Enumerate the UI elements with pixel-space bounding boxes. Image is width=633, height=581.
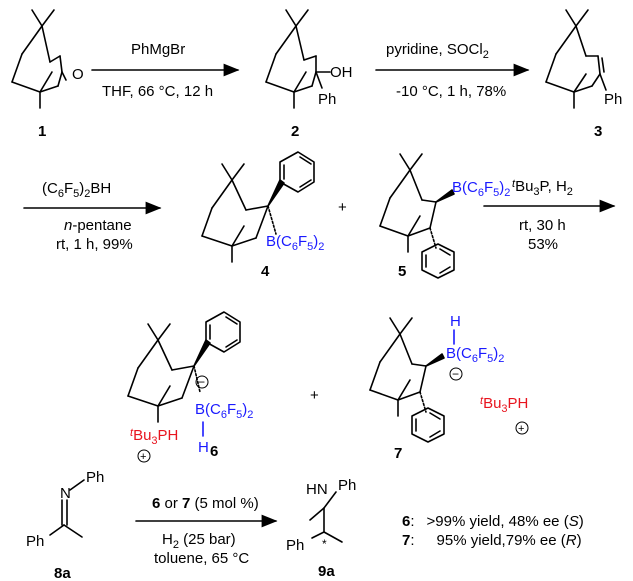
structure-borane-4 xyxy=(201,151,315,263)
stereocenter-star: * xyxy=(322,537,327,551)
reagent-step4: tBu3P, H2 xyxy=(512,178,573,198)
imine-ph-left: Ph xyxy=(26,533,44,550)
amine-hn: HN xyxy=(306,481,328,498)
imine-ph-top: Ph xyxy=(86,469,104,486)
label-ph-2: Ph xyxy=(318,91,336,108)
reagent-step2: pyridine, SOCl2 xyxy=(386,41,489,61)
charge-minus-7 xyxy=(449,367,463,381)
minus-sign-6: − xyxy=(198,375,205,389)
label-compound-1: 1 xyxy=(38,123,46,140)
plus-sign-6: + xyxy=(140,451,146,463)
catalyst-line: 6 or 7 (5 mol %) xyxy=(152,495,259,512)
boryl-4: B(C6F5)2 xyxy=(266,233,324,253)
label-compound-2: 2 xyxy=(291,123,299,140)
plus-sign-7: + xyxy=(518,423,524,435)
charge-plus-7 xyxy=(515,421,529,435)
result-row-6: 6:>99% yield, 48% ee (S) xyxy=(402,513,584,530)
structure-imine-8a xyxy=(49,479,85,538)
plus-2: + xyxy=(310,387,319,404)
structure-camphor-1 xyxy=(11,9,67,109)
amine-ph-top: Ph xyxy=(338,477,356,494)
structure-borate-6 xyxy=(127,311,241,437)
label-oh: OH xyxy=(330,64,353,81)
ketone-o: O xyxy=(72,66,84,83)
label-compound-3: 3 xyxy=(594,123,602,140)
conditions-step1: THF, 66 °C, 12 h xyxy=(102,83,213,100)
reagent-step3: (C6F5)2BH xyxy=(42,180,111,200)
label-compound-6: 6 xyxy=(210,443,218,460)
label-compound-5: 5 xyxy=(398,263,406,280)
conditions-step3: rt, 1 h, 99% xyxy=(56,236,133,253)
label-compound-4: 4 xyxy=(261,263,270,280)
label-product-9a: 9a xyxy=(318,563,335,580)
structure-alcohol-2 xyxy=(265,9,331,109)
minus-sign-7: − xyxy=(452,367,459,381)
hydride-6: H xyxy=(198,439,209,456)
conditions-step2: -10 °C, 1 h, 78% xyxy=(396,83,506,100)
imine-n: N xyxy=(60,485,71,502)
label-ph-3: Ph xyxy=(604,91,622,108)
boryl-7: B(C6F5)2 xyxy=(446,345,504,365)
hydride-7: H xyxy=(450,313,461,330)
result-row-7: 7:95% yield,79% ee (R) xyxy=(402,532,582,549)
structure-amine-9a xyxy=(309,491,343,543)
boryl-5: B(C6F5)2 xyxy=(452,179,510,199)
conditions-step5: toluene, 65 °C xyxy=(154,550,249,567)
label-compound-7: 7 xyxy=(394,445,402,462)
phosphonium-7: tBu3PH xyxy=(480,395,528,415)
structure-alkene-3 xyxy=(545,9,607,109)
charge-minus-6 xyxy=(195,375,209,389)
charge-plus-6 xyxy=(137,449,151,463)
label-substrate-8a: 8a xyxy=(54,565,71,581)
structure-borate-7 xyxy=(369,317,455,443)
solvent-step3: n-pentane xyxy=(64,217,132,234)
plus-1: + xyxy=(338,199,347,216)
amine-ph-left: Ph xyxy=(286,537,304,554)
reagent-phmgbr: PhMgBr xyxy=(131,41,185,58)
structure-borane-5 xyxy=(379,153,455,279)
conditions-step4-b: 53% xyxy=(528,236,558,253)
conditions-step4-a: rt, 30 h xyxy=(519,217,566,234)
boryl-6: B(C6F5)2 xyxy=(195,401,253,421)
phosphonium-6: tBu3PH xyxy=(130,427,178,447)
h2-pressure: H2 (25 bar) xyxy=(162,531,236,551)
